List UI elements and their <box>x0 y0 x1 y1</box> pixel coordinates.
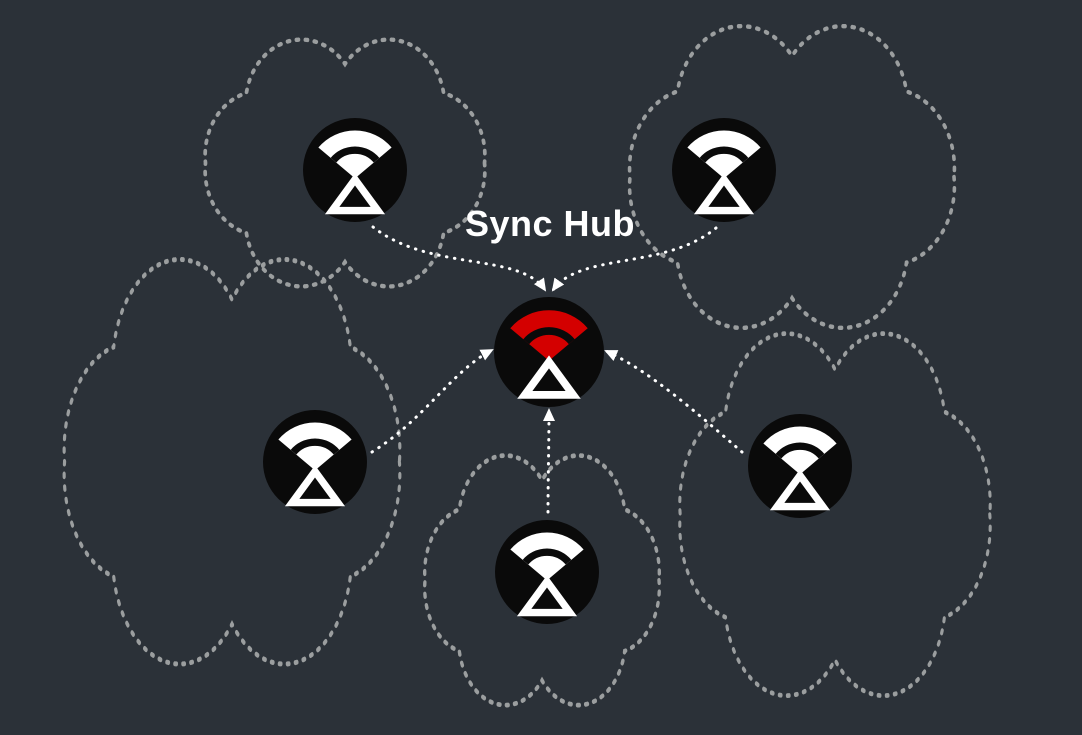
device-node-bottom-center <box>495 520 599 624</box>
device-node-top-right <box>672 118 776 222</box>
device-node-mid-right <box>748 414 852 518</box>
sync-arrows <box>370 225 744 514</box>
device-node-mid-left <box>263 410 367 514</box>
sync-arrow-mid-right <box>604 349 744 454</box>
sync-hub-node <box>494 297 604 407</box>
sync-hub-label: Sync Hub <box>465 203 635 244</box>
sync-arrow-top-left <box>371 225 547 292</box>
sync-arrow-top-right <box>551 226 718 292</box>
device-node-top-left <box>303 118 407 222</box>
cloud-outline-mid-right <box>680 334 990 696</box>
sync-arrow-bottom-center <box>542 408 555 514</box>
sync-arrow-mid-left <box>370 348 494 454</box>
